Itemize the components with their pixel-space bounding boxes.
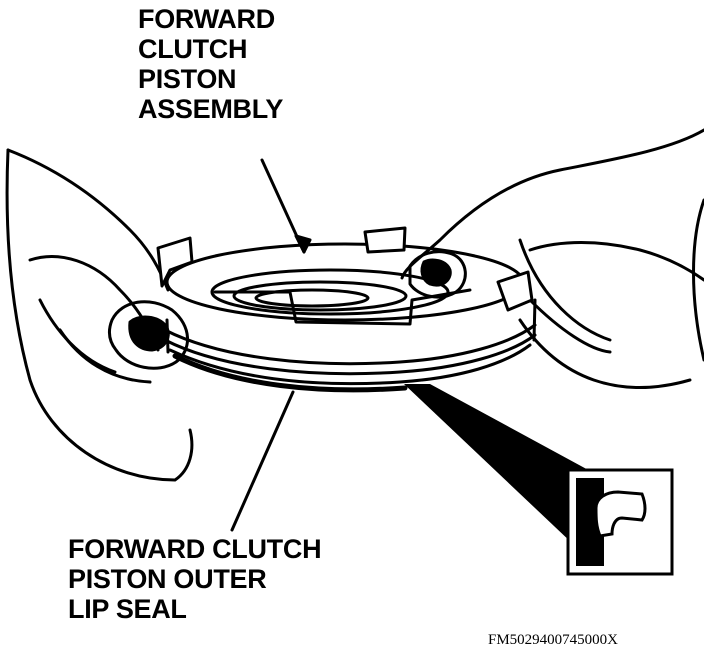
callout-piston-outer-lip-seal: FORWARD CLUTCH PISTON OUTER LIP SEAL bbox=[68, 534, 322, 624]
callout-line: FORWARD CLUTCH bbox=[68, 534, 322, 564]
figure-code: FM5029400745000X bbox=[488, 632, 619, 648]
callout-line: PISTON bbox=[138, 64, 237, 94]
callout-line: PISTON OUTER bbox=[68, 564, 267, 594]
seal-detail-callout bbox=[404, 384, 674, 576]
right-hand bbox=[400, 128, 704, 389]
callout-line: FORWARD bbox=[138, 4, 275, 34]
left-hand bbox=[5, 148, 194, 482]
callout-line: CLUTCH bbox=[138, 34, 248, 64]
callout-forward-clutch-piston-assembly: FORWARD CLUTCH PISTON ASSEMBLY bbox=[138, 4, 283, 124]
leader-bottom bbox=[230, 390, 295, 532]
piston-assembly bbox=[156, 226, 537, 393]
callout-line: LIP SEAL bbox=[68, 594, 187, 624]
callout-line: ASSEMBLY bbox=[138, 94, 284, 124]
